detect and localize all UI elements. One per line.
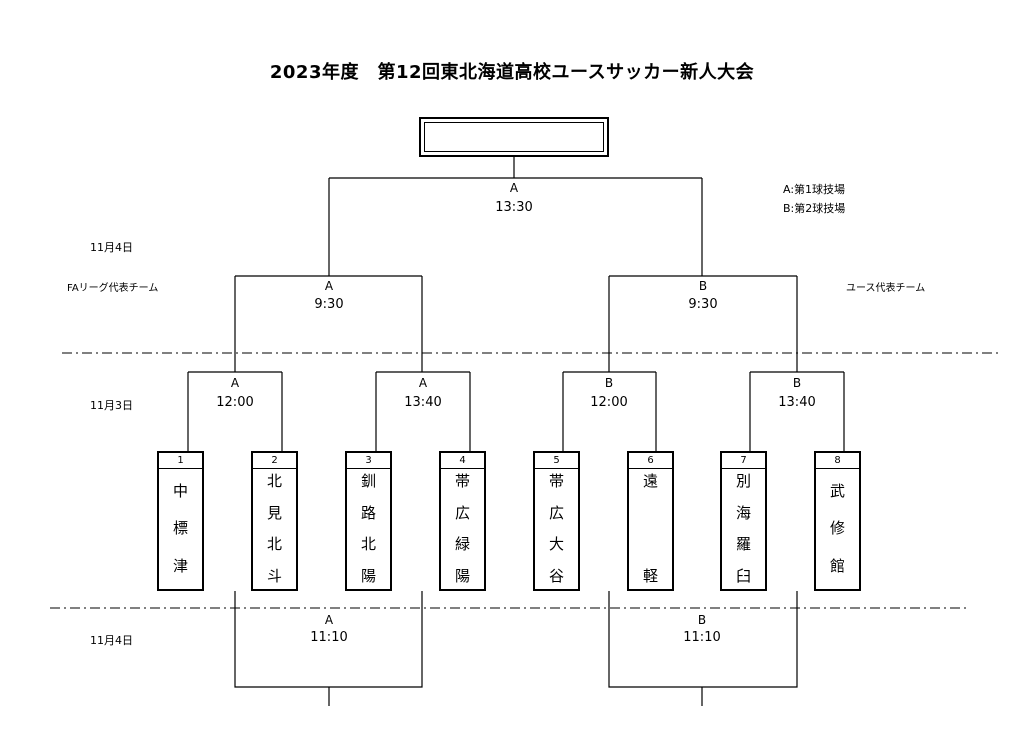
team-char: 臼 (735, 566, 751, 585)
semifinal-a-venue: A (324, 279, 334, 293)
consolation-line-b (608, 591, 798, 706)
round1-match3-venue: B (604, 376, 614, 390)
page-title: 2023年度 第12回東北海道高校ユースサッカー新人大会 (269, 62, 755, 83)
team-char: 路 (360, 503, 376, 522)
team-number: 3 (347, 453, 390, 469)
team-char: 標 (172, 519, 188, 538)
team-name: 帯 広 緑 陽 (441, 470, 484, 589)
team-box-7: 7 別 海 羅 臼 (720, 451, 767, 591)
team-char: 北 (266, 472, 282, 490)
first-round-line-3 (562, 371, 657, 451)
team-char: 陽 (360, 566, 376, 585)
round1-match1-time: 12:00 (216, 395, 254, 410)
round1-match4-venue: B (792, 376, 802, 390)
team-char: 広 (454, 503, 470, 522)
team-number: 5 (535, 453, 578, 469)
team-box-8: 8 武 修 館 (814, 451, 861, 591)
team-number: 4 (441, 453, 484, 469)
team-char: 別 (735, 472, 751, 490)
consolation-a-time: 11:10 (310, 630, 348, 645)
consolation-a-venue: A (324, 613, 334, 627)
date-first-day: 11月3日 (90, 399, 133, 412)
team-char: 斗 (266, 566, 282, 585)
final-time: 13:30 (495, 200, 533, 215)
team-char: 見 (266, 503, 282, 522)
semifinal-line-b (608, 275, 798, 372)
team-char: 谷 (548, 566, 564, 585)
first-round-line-2 (375, 371, 471, 451)
team-name: 武 修 館 (816, 470, 859, 589)
semifinal-b-venue: B (698, 279, 708, 293)
team-box-4: 4 帯 広 緑 陽 (439, 451, 486, 591)
team-name: 別 海 羅 臼 (722, 470, 765, 589)
team-number: 1 (159, 453, 202, 469)
team-box-5: 5 帯 広 大 谷 (533, 451, 580, 591)
consolation-b-venue: B (697, 613, 707, 627)
consolation-line-a (234, 591, 423, 706)
round1-match4-time: 13:40 (778, 395, 816, 410)
legend-b: B:第2球技場 (783, 202, 846, 215)
round1-match3-time: 12:00 (590, 395, 628, 410)
left-side-label: FAリーグ代表チーム (67, 283, 159, 294)
team-char: 津 (172, 557, 188, 576)
team-char: 緑 (454, 535, 470, 554)
team-char: 釧 (360, 472, 376, 490)
team-box-1: 1 中 標 津 (157, 451, 204, 591)
team-box-2: 2 北 見 北 斗 (251, 451, 298, 591)
team-char: 館 (829, 557, 845, 576)
team-char: 海 (735, 503, 751, 522)
final-line (328, 157, 703, 276)
team-name: 帯 広 大 谷 (535, 470, 578, 589)
date-third-place-day: 11月4日 (90, 634, 133, 647)
team-char: 遠 (642, 472, 658, 490)
team-char: 帯 (454, 472, 470, 490)
team-char: 北 (360, 535, 376, 554)
team-char: 羅 (735, 535, 751, 554)
round1-match1-venue: A (230, 376, 240, 390)
semifinal-a-time: 9:30 (314, 297, 344, 312)
semifinal-line-a (234, 275, 423, 372)
champion-box (419, 117, 609, 157)
team-number: 7 (722, 453, 765, 469)
round1-match2-time: 13:40 (404, 395, 442, 410)
team-char: 陽 (454, 566, 470, 585)
team-name: 中 標 津 (159, 470, 202, 589)
legend-a: A:第1球技場 (783, 183, 846, 196)
team-number: 2 (253, 453, 296, 469)
team-char: 軽 (642, 567, 658, 585)
date-final-day: 11月4日 (90, 241, 133, 254)
team-number: 8 (816, 453, 859, 469)
team-char: 北 (266, 535, 282, 554)
consolation-b-time: 11:10 (683, 630, 721, 645)
team-name: 釧 路 北 陽 (347, 470, 390, 589)
venue-legend: A:第1球技場 B:第2球技場 (783, 180, 845, 218)
team-char: 武 (829, 481, 845, 500)
team-box-6: 6 遠 軽 (627, 451, 674, 591)
first-round-line-1 (187, 371, 283, 451)
right-side-label: ユース代表チーム (846, 283, 926, 294)
team-name: 北 見 北 斗 (253, 470, 296, 589)
final-venue: A (509, 181, 519, 195)
team-char: 大 (548, 535, 564, 554)
team-name: 遠 軽 (629, 470, 672, 589)
round1-match2-venue: A (418, 376, 428, 390)
team-char: 中 (172, 481, 188, 500)
team-char: 帯 (548, 472, 564, 490)
first-round-line-4 (749, 371, 845, 451)
team-char: 修 (829, 519, 845, 538)
team-box-3: 3 釧 路 北 陽 (345, 451, 392, 591)
team-char: 広 (548, 503, 564, 522)
team-number: 6 (629, 453, 672, 469)
semifinal-b-time: 9:30 (688, 297, 718, 312)
